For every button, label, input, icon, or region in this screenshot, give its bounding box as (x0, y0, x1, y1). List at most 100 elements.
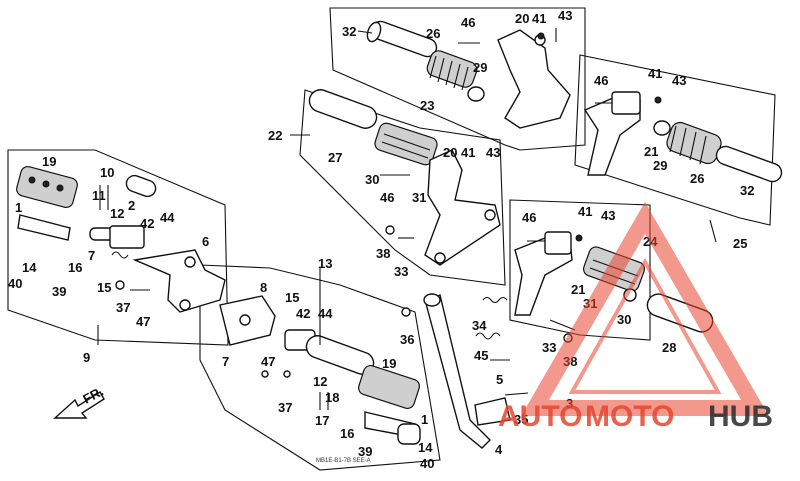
label-14a: 14 (22, 260, 37, 275)
label-43c: 43 (672, 73, 686, 88)
bracket-20b (424, 149, 501, 266)
label-21b: 21 (571, 282, 585, 297)
front-arrow-icon (53, 391, 105, 419)
label-43b: 43 (486, 145, 500, 160)
watermark-logo (521, 202, 769, 416)
group-25-parts (583, 91, 783, 183)
label-10: 10 (100, 165, 114, 180)
peg-shaft-32b (715, 145, 783, 183)
label-42b: 42 (296, 306, 310, 321)
label-29b: 29 (653, 158, 667, 173)
label-25: 25 (733, 236, 747, 251)
label-28: 28 (662, 340, 676, 355)
label-7a: 7 (88, 248, 95, 263)
label-43a: 43 (558, 8, 572, 23)
label-29a: 29 (473, 60, 487, 75)
label-43d: 43 (601, 208, 615, 223)
label-19a: 19 (42, 154, 56, 169)
label-32a: 32 (342, 24, 356, 39)
label-22: 22 (268, 128, 282, 143)
label-33b: 33 (542, 340, 556, 355)
footpeg-19b (358, 364, 420, 410)
watermark-text: AUTO MOTO HUB (498, 400, 773, 433)
label-46d: 46 (522, 210, 536, 225)
group-22-parts (308, 89, 501, 266)
label-2: 2 (128, 198, 135, 213)
group-13-outline (199, 264, 441, 471)
group-13-parts (219, 295, 421, 445)
group-outlines (7, 7, 776, 471)
label-46b: 46 (380, 190, 394, 205)
label-1b: 1 (421, 412, 428, 427)
label-41a: 41 (532, 11, 546, 26)
group-9-outline (7, 149, 229, 346)
label-42a: 42 (140, 216, 154, 231)
nut-36 (401, 307, 411, 317)
label-7b: 7 (222, 354, 229, 369)
group-23-parts (366, 20, 571, 129)
rubber-27 (308, 89, 378, 129)
label-15a: 15 (97, 280, 111, 295)
label-36: 36 (400, 332, 414, 347)
label-37a: 37 (116, 300, 130, 315)
label-47b: 47 (261, 354, 275, 369)
footpeg-30 (374, 122, 438, 166)
label-45: 45 (474, 348, 488, 363)
label-27: 27 (328, 150, 342, 165)
label-5: 5 (496, 372, 503, 387)
label-41b: 41 (461, 145, 475, 160)
group-22-outline (299, 89, 506, 286)
label-26a: 26 (426, 26, 440, 41)
bracket-20 (497, 29, 571, 129)
front-arrow: FR. (53, 384, 106, 419)
label-16a: 16 (68, 260, 82, 275)
watermark-moto: MOTO (585, 400, 674, 433)
label-8: 8 (260, 280, 267, 295)
watermark-hub: HUB (708, 400, 773, 433)
side-stand-4 (424, 294, 491, 449)
label-44a: 44 (160, 210, 175, 225)
label-30a: 30 (365, 172, 379, 187)
plate-16a (17, 214, 71, 241)
watermark-triangle-icon (521, 202, 769, 416)
bracket-6 (132, 249, 226, 313)
label-38a: 38 (376, 246, 390, 261)
leader-lines (97, 30, 717, 410)
label-13: 13 (318, 256, 332, 271)
footnote: MB1E-B1-7B SEE-A (316, 458, 371, 464)
label-14b: 14 (418, 440, 433, 455)
bolt-35 (504, 392, 529, 396)
group-24-outline (509, 199, 651, 341)
label-34: 34 (472, 318, 487, 333)
label-12b: 12 (313, 374, 327, 389)
group-9-parts (16, 165, 226, 313)
stand-parts (401, 293, 529, 449)
group-23-outline (329, 7, 586, 151)
label-39b: 39 (358, 444, 372, 459)
spring-34 (482, 296, 508, 304)
label-32b: 32 (740, 183, 754, 198)
rubber-26b (666, 121, 722, 165)
label-15b: 15 (285, 290, 299, 305)
part-labels: 32 26 46 20 41 43 29 23 22 27 30 46 31 2… (8, 8, 754, 471)
label-6: 6 (202, 234, 209, 249)
label-46c: 46 (594, 73, 608, 88)
label-20a: 20 (515, 11, 529, 26)
label-16b: 16 (340, 426, 354, 441)
rubber-26 (426, 50, 478, 91)
label-12a: 12 (110, 206, 124, 221)
label-41d: 41 (578, 204, 592, 219)
label-40b: 40 (420, 456, 434, 471)
label-41c: 41 (648, 66, 662, 81)
label-30b: 30 (617, 312, 631, 327)
label-39a: 39 (52, 284, 66, 299)
label-23: 23 (420, 98, 434, 113)
spring-45 (475, 332, 501, 340)
label-31a: 31 (412, 190, 426, 205)
label-40a: 40 (8, 276, 22, 291)
label-18: 18 (325, 390, 339, 405)
washer-29 (467, 86, 485, 102)
label-47a: 47 (136, 314, 150, 329)
label-1a: 1 (15, 200, 22, 215)
